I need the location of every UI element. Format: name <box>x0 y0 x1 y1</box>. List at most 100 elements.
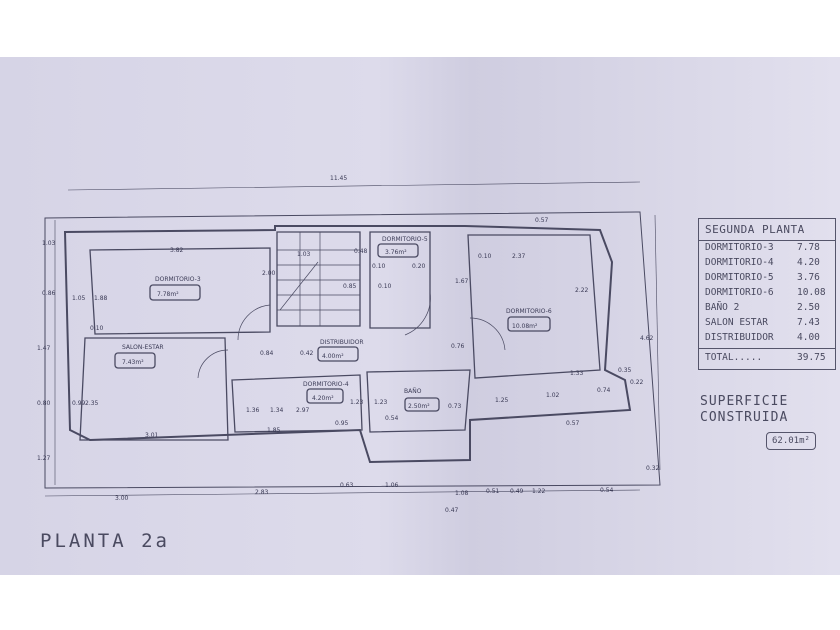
dimension-label: 1.36 <box>246 407 260 414</box>
dimension-label: 0.32 <box>646 465 660 472</box>
dimension-label: 0.49 <box>510 488 524 495</box>
legend-row: DORMITORIO-4 4.20 <box>699 256 835 271</box>
legend-room-area: 4.00 <box>797 332 820 343</box>
dimension-label: 1.88 <box>94 295 108 302</box>
dimension-label: 0.86 <box>42 290 56 297</box>
outer-boundary <box>44 211 661 489</box>
legend-total-row: TOTAL..... 39.75 <box>699 348 835 369</box>
room-area: 4.20m² <box>312 395 334 402</box>
dimension-label: 2.22 <box>575 287 589 294</box>
dimension-label: 1.47 <box>37 345 51 352</box>
dimension-label: 1.85 <box>267 427 281 434</box>
room-name: BAÑO <box>404 388 422 395</box>
dimension-label: 3.00 <box>115 495 129 502</box>
blueprint-paper <box>0 57 840 575</box>
legend-room-area: 4.20 <box>797 257 820 268</box>
room-name: DORMITORIO-6 <box>506 308 552 315</box>
room-area: 7.43m² <box>122 359 144 366</box>
dimension-label: 1.27 <box>37 455 51 462</box>
legend-room-area: 7.43 <box>797 317 820 328</box>
dimension-label: 1.08 <box>455 490 469 497</box>
dimension-label: 0.10 <box>90 325 104 332</box>
room-name: SALON-ESTAR <box>122 344 164 351</box>
dormitorio-3-wall <box>89 247 271 335</box>
dimension-label: 2.00 <box>262 270 276 277</box>
dimension-label: 1.23 <box>350 399 364 406</box>
legend-room-area: 10.08 <box>797 287 826 298</box>
dimension-label: 1.67 <box>455 278 469 285</box>
room-name: DORMITORIO-4 <box>303 381 349 388</box>
dimension-label: 0.85 <box>343 283 357 290</box>
surface-label: SUPERFICIE CONSTRUIDA <box>700 394 789 425</box>
dormitorio-4-wall <box>231 374 363 433</box>
dimension-label: 2.35 <box>85 400 99 407</box>
legend-total-label: TOTAL..... <box>705 352 763 363</box>
legend-row: BAÑO 2 2.50 <box>699 301 835 316</box>
legend-room-name: SALON ESTAR <box>705 317 768 328</box>
surface-value: 62.01m² <box>766 432 816 450</box>
dimension-label: 1.25 <box>495 397 509 404</box>
legend-room-name: DORMITORIO-4 <box>705 257 774 268</box>
plan-title: PLANTA 2a <box>40 530 170 552</box>
room-name: DORMITORIO-5 <box>382 236 428 243</box>
legend-room-area: 2.50 <box>797 302 820 313</box>
dimension-label: 0.57 <box>566 420 580 427</box>
dimension-label: 2.37 <box>512 253 526 260</box>
dimension-label: 0.99 <box>72 400 86 407</box>
room-area: 3.76m² <box>385 249 407 256</box>
dimension-label: 0.63 <box>340 482 354 489</box>
dimension-label: 0.84 <box>260 350 274 357</box>
legend-room-name: BAÑO 2 <box>705 302 740 313</box>
dimension-label: 2.83 <box>255 489 269 496</box>
dimension-label: 0.76 <box>451 343 465 350</box>
room-area: 4.00m² <box>322 353 344 360</box>
dimension-label: 0.54 <box>385 415 399 422</box>
legend-room-name: DORMITORIO-5 <box>705 272 774 283</box>
legend-room-name: DISTRIBUIDOR <box>705 332 774 343</box>
room-area: 2.50m² <box>408 403 430 410</box>
dormitorio-6-wall <box>467 234 601 379</box>
dimension-label: 0.57 <box>535 217 549 224</box>
dimension-label: 0.51 <box>486 488 500 495</box>
dimension-label: 0.10 <box>478 253 492 260</box>
dimension-label: 0.48 <box>354 248 368 255</box>
room-area: 10.08m² <box>512 323 538 330</box>
exterior-wall <box>63 225 632 464</box>
legend-row: SALON ESTAR 7.43 <box>699 316 835 331</box>
legend-room-name: DORMITORIO-6 <box>705 287 774 298</box>
dimension-label: 2.97 <box>296 407 310 414</box>
dimension-label: 0.95 <box>335 420 349 427</box>
dormitorio-5-wall <box>369 231 431 329</box>
room-name: DORMITORIO-3 <box>155 276 201 283</box>
dimension-label: 3.01 <box>145 432 159 439</box>
dimension-label: 1.03 <box>42 240 56 247</box>
stairs <box>276 231 361 327</box>
dimension-label: 0.22 <box>630 379 644 386</box>
dimension-label: 0.20 <box>412 263 426 270</box>
dimension-label: 1.03 <box>297 251 311 258</box>
dimension-label: 0.54 <box>600 487 614 494</box>
legend-title: SEGUNDA PLANTA <box>699 219 835 241</box>
legend-row: DORMITORIO-6 10.08 <box>699 286 835 301</box>
legend-room-name: DORMITORIO-3 <box>705 242 774 253</box>
dimension-label: 3.82 <box>170 247 184 254</box>
dimension-label: 1.22 <box>532 488 546 495</box>
dimension-label: 1.34 <box>270 407 284 414</box>
dimension-label: 1.33 <box>570 370 584 377</box>
bano-wall <box>366 369 471 433</box>
dimension-label: 0.80 <box>37 400 51 407</box>
dimension-label: 0.10 <box>378 283 392 290</box>
dimension-label: 1.05 <box>72 295 86 302</box>
dimension-label: 0.10 <box>372 263 386 270</box>
dimension-label: 4.62 <box>640 335 654 342</box>
dimension-label: 0.47 <box>445 507 459 514</box>
room-area: 7.78m² <box>157 291 179 298</box>
dimension-label: 1.23 <box>374 399 388 406</box>
dimension-label: 0.74 <box>597 387 611 394</box>
dimension-label: 0.42 <box>300 350 314 357</box>
room-name: DISTRIBUIDOR <box>320 339 364 346</box>
